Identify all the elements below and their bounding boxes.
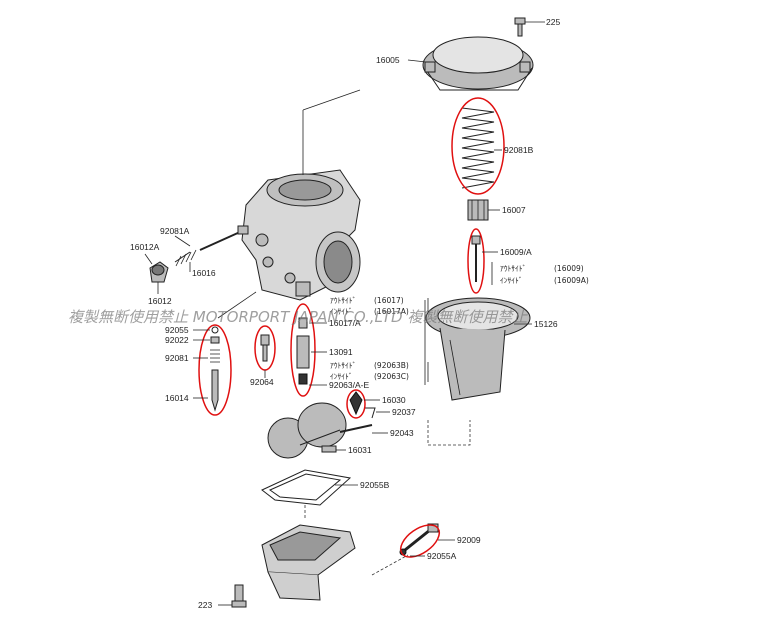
- float-16031: [267, 402, 347, 459]
- label-16030: 16030: [382, 395, 406, 405]
- label-92081a: 92081A: [160, 226, 190, 236]
- carburetor-body: [241, 169, 361, 301]
- label-92055: 92055: [165, 325, 189, 335]
- label-16012a: 16012A: [130, 242, 160, 252]
- label-92081: 92081: [165, 353, 189, 363]
- diaphragm-15126: [425, 297, 531, 401]
- label-92063-outside: ｱｳﾄｻｲﾄﾞ: [330, 361, 356, 370]
- label-225: 225: [546, 17, 560, 27]
- highlight-needle: [467, 228, 485, 294]
- label-16007: 16007: [502, 205, 526, 215]
- label-92063: 92063/A-E: [329, 380, 369, 390]
- spring-92081b: [461, 107, 495, 189]
- screw-223: [231, 584, 247, 608]
- label-16012: 16012: [148, 296, 172, 306]
- label-92063-inside-code: (92063C): [374, 372, 409, 381]
- highlight-spring: [451, 97, 505, 195]
- label-16017-outside-code: (16017): [374, 296, 404, 305]
- jet-92064: [260, 334, 270, 362]
- label-92081b: 92081B: [504, 145, 534, 155]
- label-16017a: 16017/A: [329, 318, 361, 328]
- pilot-screw-stack: [210, 326, 220, 412]
- label-16014: 16014: [165, 393, 189, 403]
- label-15126: 15126: [534, 319, 558, 329]
- screw-225: [514, 17, 526, 37]
- label-16009: 16009/A: [500, 247, 532, 257]
- label-92055a: 92055A: [427, 551, 457, 561]
- label-13091: 13091: [329, 347, 353, 357]
- label-16017-outside: ｱｳﾄｻｲﾄﾞ: [330, 296, 356, 305]
- label-16005: 16005: [376, 55, 400, 65]
- label-16009-inside-code: (16009A): [554, 276, 589, 285]
- float-bowl: [261, 524, 356, 601]
- label-92037: 92037: [392, 407, 416, 417]
- label-223: 223: [198, 600, 212, 610]
- highlight-float-valve: [346, 389, 366, 419]
- label-92055b: 92055B: [360, 480, 390, 490]
- adjust-screw-assembly: [149, 225, 249, 283]
- float-valve-16030: [349, 391, 376, 419]
- label-92064: 92064: [250, 377, 274, 387]
- gasket-92055b: [261, 469, 352, 506]
- retainer-16007: [467, 199, 489, 221]
- label-16009-outside-code: (16009): [554, 264, 584, 273]
- jet-needle-16009: [471, 235, 481, 282]
- label-16009-outside: ｱｳﾄｻｲﾄﾞ: [500, 264, 526, 273]
- top-cap-16005: [422, 36, 534, 91]
- label-16031: 16031: [348, 445, 372, 455]
- label-16016: 16016: [192, 268, 216, 278]
- label-92063-outside-code: (92063B): [374, 361, 409, 370]
- label-16017-inside-code: (16017A): [374, 307, 409, 316]
- label-92022: 92022: [165, 335, 189, 345]
- label-16017-inside: ｲﾝｻｲﾄﾞ: [330, 307, 353, 316]
- watermark: 複製無断使用禁止 MOTORPORT JAPAN CO.,LTD 複製無断使用禁…: [68, 308, 528, 326]
- label-16009-inside: ｲﾝｻｲﾄﾞ: [500, 276, 523, 285]
- highlight-pilot-stack: [198, 324, 232, 416]
- highlight-needle-jet: [290, 303, 316, 397]
- label-92043: 92043: [390, 428, 414, 438]
- needle-jet-stack: [296, 317, 310, 385]
- label-92009: 92009: [457, 535, 481, 545]
- label-92063-inside: ｲﾝｻｲﾄﾞ: [330, 372, 353, 381]
- highlight-drain: [399, 524, 441, 558]
